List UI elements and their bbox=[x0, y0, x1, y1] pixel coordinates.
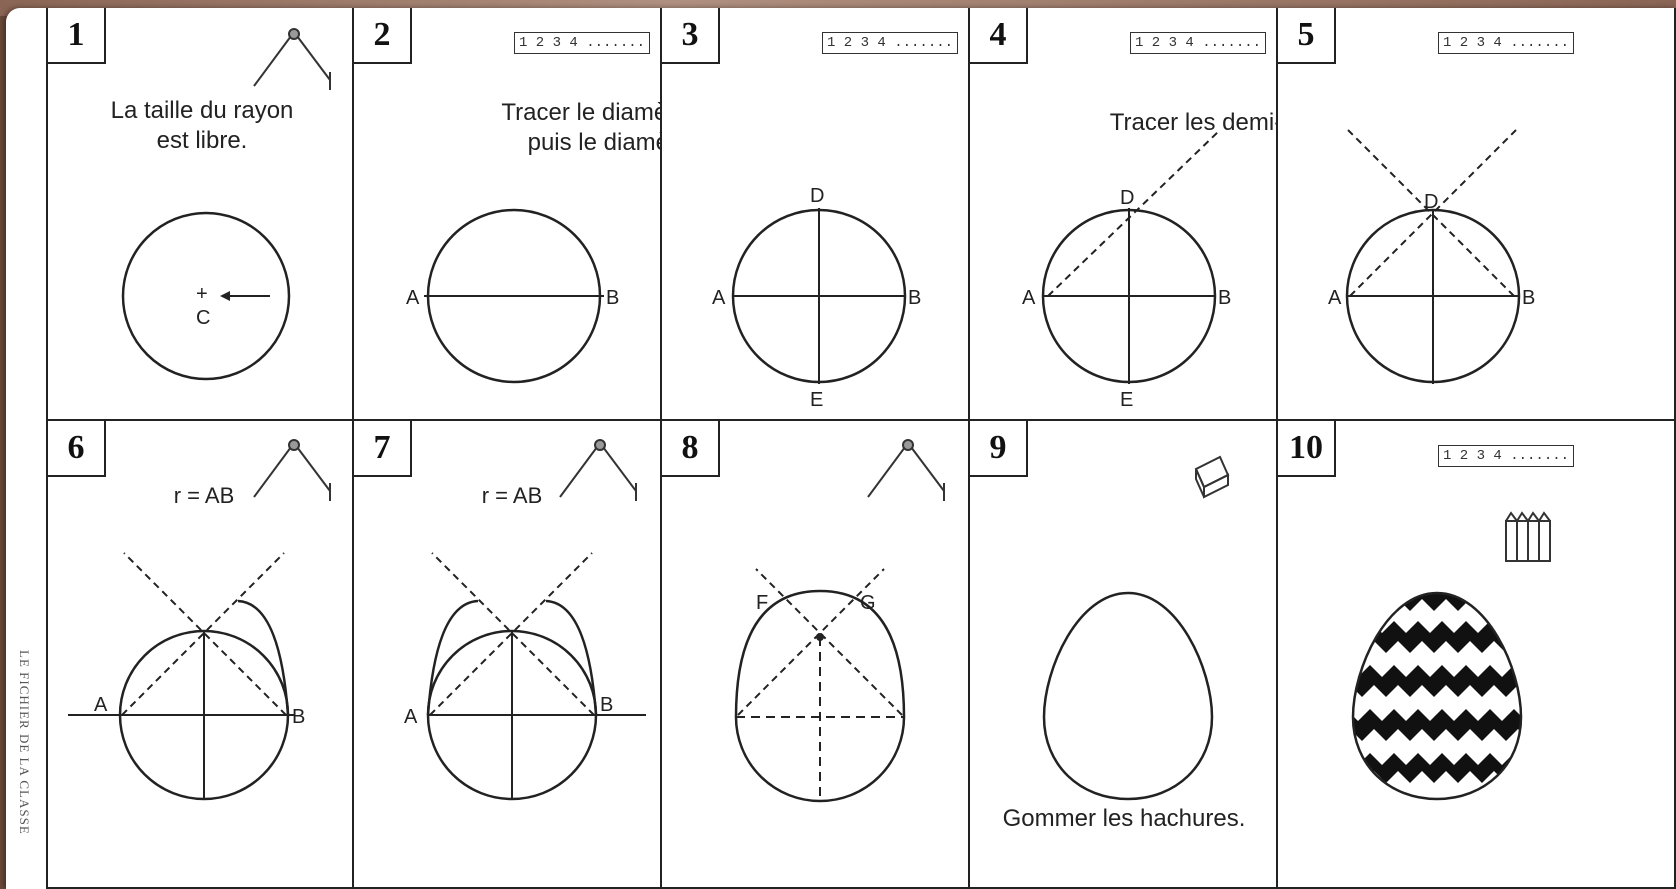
ruler-icon: 1 2 3 4 ....... bbox=[822, 32, 958, 54]
step-number: 3 bbox=[662, 8, 720, 64]
step-number: 1 bbox=[48, 8, 106, 64]
step-3: 3 1 2 3 4 ....... D A B E bbox=[662, 8, 970, 421]
step-instruction: Tracer le diamètre horizontal, puis le d… bbox=[390, 98, 660, 158]
svg-text:A: A bbox=[94, 694, 108, 716]
svg-text:A: A bbox=[712, 287, 726, 309]
step-number: 5 bbox=[1278, 8, 1336, 64]
svg-text:E: E bbox=[1120, 389, 1133, 411]
step-1: 1 La taille du rayon est libre. + C bbox=[46, 8, 354, 421]
pencils-icon bbox=[1505, 511, 1551, 562]
svg-text:E: E bbox=[810, 389, 823, 411]
svg-text:B: B bbox=[606, 287, 619, 309]
step-number: 2 bbox=[354, 8, 412, 64]
step-figure bbox=[1042, 455, 1230, 801]
step-5: 5 1 2 3 4 ....... D A B bbox=[1278, 8, 1676, 421]
ruler-icon: 1 2 3 4 ....... bbox=[514, 32, 650, 54]
instruction-line: puis le diamètre vertical. bbox=[527, 129, 660, 156]
radius-label: r = AB bbox=[481, 483, 543, 508]
side-label: LE FICHIER DE LA CLASSE bbox=[17, 650, 32, 835]
compass-icon bbox=[867, 439, 945, 501]
step-8: 8 F G bbox=[662, 421, 970, 889]
step-instruction: Tracer les demi-droites AD et BD. bbox=[1109, 109, 1276, 136]
step-figure: A B bbox=[68, 439, 331, 801]
step-4: 4 1 2 3 4 ....... Tracer les demi-droite… bbox=[970, 8, 1278, 421]
radius-label: r = AB bbox=[173, 483, 235, 508]
svg-text:A: A bbox=[1022, 287, 1036, 309]
ruler-icon: 1 2 3 4 ....... bbox=[1438, 445, 1574, 467]
compass-icon bbox=[559, 439, 637, 501]
point-label: G bbox=[860, 592, 876, 614]
eraser-icon bbox=[1194, 455, 1230, 499]
instruction-line: est libre. bbox=[156, 127, 248, 154]
svg-text:B: B bbox=[292, 706, 305, 728]
step-9: 9 Gommer les hachures. bbox=[970, 421, 1278, 889]
point-label: C bbox=[196, 307, 210, 329]
ruler-icon: 1 2 3 4 ....... bbox=[1130, 32, 1266, 54]
svg-text:D: D bbox=[1424, 191, 1438, 213]
step-figure: D A B bbox=[1328, 129, 1535, 384]
point-label: F bbox=[756, 592, 768, 614]
step-number: 8 bbox=[662, 421, 720, 477]
step-number: 9 bbox=[970, 421, 1028, 477]
step-6: 6 r = AB A B bbox=[46, 421, 354, 889]
step-figure: + C bbox=[121, 28, 331, 381]
compass-icon bbox=[253, 439, 331, 501]
svg-text:B: B bbox=[908, 287, 921, 309]
step-figure: A B bbox=[406, 208, 619, 384]
svg-text:A: A bbox=[404, 706, 418, 728]
step-2: 2 1 2 3 4 ....... Tracer le diamètre hor… bbox=[354, 8, 662, 421]
svg-text:D: D bbox=[1120, 187, 1134, 209]
step-number: 7 bbox=[354, 421, 412, 477]
step-10: 10 1 2 3 4 ....... bbox=[1278, 421, 1676, 889]
step-instruction: Gommer les hachures. bbox=[1002, 805, 1246, 832]
step-figure bbox=[1351, 511, 1551, 801]
step-figure: F G bbox=[734, 439, 945, 803]
svg-text:+: + bbox=[196, 283, 208, 305]
svg-text:B: B bbox=[600, 694, 613, 716]
step-figure: A B bbox=[404, 439, 646, 801]
step-instruction: La taille du rayon est libre. bbox=[48, 96, 352, 156]
step-number: 10 bbox=[1278, 421, 1336, 477]
step-7: 7 r = AB A B bbox=[354, 421, 662, 889]
step-number: 6 bbox=[48, 421, 106, 477]
instruction-line: Tracer le diamètre horizontal, bbox=[501, 99, 660, 126]
ruler-icon: 1 2 3 4 ....... bbox=[1438, 32, 1574, 54]
step-figure: D A B E bbox=[1022, 129, 1231, 411]
svg-text:A: A bbox=[406, 287, 420, 309]
instruction-line: La taille du rayon bbox=[110, 97, 294, 124]
compass-icon bbox=[253, 28, 331, 90]
svg-text:A: A bbox=[1328, 287, 1342, 309]
svg-text:B: B bbox=[1218, 287, 1231, 309]
step-figure: D A B E bbox=[712, 185, 921, 411]
svg-text:D: D bbox=[810, 185, 824, 207]
steps-grid: 1 La taille du rayon est libre. + C 2 1 … bbox=[46, 8, 1676, 889]
step-number: 4 bbox=[970, 8, 1028, 64]
svg-text:B: B bbox=[1522, 287, 1535, 309]
